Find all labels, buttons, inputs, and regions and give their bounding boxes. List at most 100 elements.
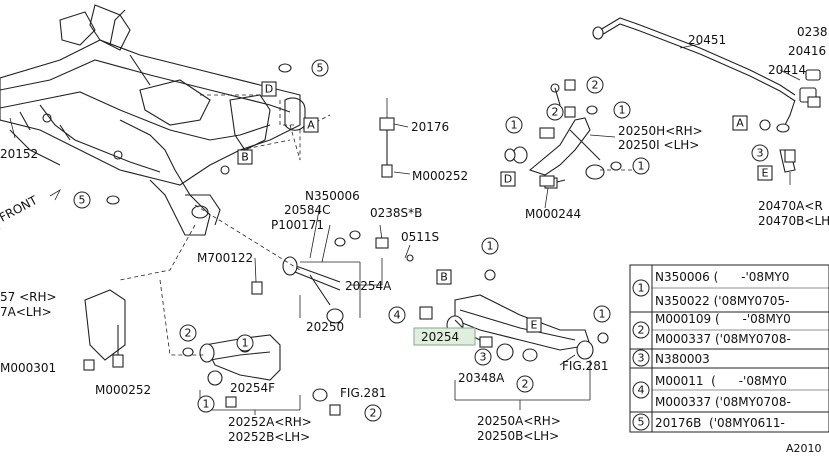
label-fig281-left: FIG.281 xyxy=(340,386,386,400)
svg-text:N350006 ( -'08MY0: N350006 ( -'08MY0 xyxy=(655,270,789,284)
callout-2-upper-b: 2 xyxy=(546,103,564,121)
upper-arm-20250H xyxy=(512,83,605,189)
label-20414: 20414 xyxy=(768,63,806,77)
parts-table: 1 N350006 ( -'08MY0 N350022 ('08MY0705- … xyxy=(629,264,829,433)
label-fig281-right: FIG.281 xyxy=(562,359,608,373)
label-m000252-a: M000252 xyxy=(412,169,468,183)
callout-1-upper-b: 1 xyxy=(613,101,631,119)
callout-2-bottom: 2 xyxy=(364,404,382,422)
label-20254: 20254 xyxy=(421,330,459,344)
front-arrow-icon xyxy=(0,188,61,229)
svg-text:D: D xyxy=(265,83,273,96)
lower-arm-20252A xyxy=(199,334,341,416)
svg-text:3: 3 xyxy=(638,352,645,365)
svg-text:E: E xyxy=(762,167,769,180)
label-m700122: M700122 xyxy=(197,251,253,265)
label-20257a-lh: 7A<LH> xyxy=(0,305,52,319)
svg-text:5: 5 xyxy=(317,62,324,75)
svg-text:M000109 ( -'08MY0: M000109 ( -'08MY0 xyxy=(655,312,791,326)
callout-1-bottom: 1 xyxy=(197,395,215,413)
letter-box-E-center: E xyxy=(526,317,542,333)
svg-text:1: 1 xyxy=(638,160,645,173)
bolt-20176 xyxy=(379,98,395,178)
table-row-2: 2 M000109 ( -'08MY0 M000337 ('08MY0708- xyxy=(632,312,791,346)
callout-1-center: 1 xyxy=(481,237,499,255)
callout-2-upper-a: 2 xyxy=(586,76,604,94)
svg-text:A: A xyxy=(736,117,744,130)
svg-text:1: 1 xyxy=(242,337,249,350)
callout-3-right: 3 xyxy=(751,144,769,162)
letter-box-D-mid: D xyxy=(500,171,516,187)
callout-1-upper-c: 1 xyxy=(632,157,650,175)
svg-text:3: 3 xyxy=(757,147,764,160)
svg-text:2: 2 xyxy=(185,327,192,340)
label-20584C: 20584C xyxy=(284,203,331,217)
label-20254A: 20254A xyxy=(345,279,392,293)
label-20176: 20176 xyxy=(411,120,449,134)
svg-text:M000337 ('08MY0708-: M000337 ('08MY0708- xyxy=(655,395,791,409)
label-20252A: 20252A<RH> xyxy=(228,415,312,429)
callout-4-center: 4 xyxy=(388,306,406,324)
svg-text:2: 2 xyxy=(592,79,599,92)
table-row-3: 3 N380003 xyxy=(632,349,710,367)
label-20252B: 20252B<LH> xyxy=(228,430,310,444)
svg-text:2: 2 xyxy=(370,407,377,420)
svg-text:M00011 ( -'08MY0: M00011 ( -'08MY0 xyxy=(655,374,787,388)
label-20254F: 20254F xyxy=(230,381,275,395)
part-labels: 20451 0238 20416 20414 20176 20152 20250… xyxy=(0,25,829,455)
dashed-reference-lines xyxy=(119,94,640,356)
table-row-1: 1 N350006 ( -'08MY0 N350022 ('08MY0705- xyxy=(632,270,789,308)
label-front: FRONT xyxy=(0,193,40,225)
svg-text:1: 1 xyxy=(638,282,645,295)
callout-3-center: 3 xyxy=(474,348,492,366)
callout-1-upper-a: 1 xyxy=(505,116,523,134)
svg-text:20176B ('08MY0611-: 20176B ('08MY0611- xyxy=(655,416,785,430)
svg-text:M000337 ('08MY0708-: M000337 ('08MY0708- xyxy=(655,332,791,346)
label-20451: 20451 xyxy=(688,33,726,47)
label-20250: 20250 xyxy=(306,320,344,334)
svg-text:B: B xyxy=(440,271,448,284)
svg-text:2: 2 xyxy=(552,106,559,119)
letter-box-A-right: A xyxy=(732,115,748,131)
small-hardware xyxy=(106,63,821,408)
label-a2010: A2010 xyxy=(786,442,822,455)
label-m000244: M000244 xyxy=(525,207,581,221)
label-0238-top: 0238 xyxy=(797,25,828,39)
letter-box-B-center: B xyxy=(436,269,452,285)
label-20257-rh: 57 <RH> xyxy=(0,290,57,304)
lower-arm-20250A xyxy=(446,294,594,362)
svg-text:E: E xyxy=(531,319,538,332)
svg-text:1: 1 xyxy=(599,308,606,321)
label-20250I: 20250I <LH> xyxy=(618,138,699,152)
label-20250H: 20250H<RH> xyxy=(618,124,703,138)
table-row-5: 5 20176B ('08MY0611- xyxy=(632,413,785,431)
svg-text:2: 2 xyxy=(638,324,645,337)
letter-box-D-top: D xyxy=(261,81,277,97)
letter-markers: D A B D A E B E xyxy=(237,81,773,333)
label-20348A: 20348A xyxy=(458,371,505,385)
svg-text:1: 1 xyxy=(511,119,518,132)
table-row-4: 4 M00011 ( -'08MY0 M000337 ('08MY0708- xyxy=(632,374,791,409)
bracket-20257 xyxy=(83,289,126,371)
svg-text:N380003: N380003 xyxy=(655,352,710,366)
label-0511S: 0511S xyxy=(401,230,439,244)
highlight-20254 xyxy=(413,327,476,346)
label-0238S: 0238S*B xyxy=(370,206,422,220)
label-m000301: M000301 xyxy=(0,361,56,375)
callout-1-left-lower: 1 xyxy=(236,334,254,352)
callout-5-left: 5 xyxy=(73,191,91,209)
svg-text:4: 4 xyxy=(394,309,401,322)
svg-text:D: D xyxy=(504,173,512,186)
letter-box-A-left: A xyxy=(303,117,319,133)
label-20416: 20416 xyxy=(788,44,826,58)
svg-text:N350022 ('08MY0705-: N350022 ('08MY0705- xyxy=(655,294,789,308)
callout-5-top: 5 xyxy=(311,59,329,77)
svg-text:B: B xyxy=(241,151,249,164)
callout-1-right-lower: 1 xyxy=(593,305,611,323)
svg-text:A: A xyxy=(307,119,315,132)
svg-text:1: 1 xyxy=(203,398,210,411)
svg-text:1: 1 xyxy=(487,240,494,253)
svg-text:5: 5 xyxy=(79,194,86,207)
callout-2-center: 2 xyxy=(516,375,534,393)
